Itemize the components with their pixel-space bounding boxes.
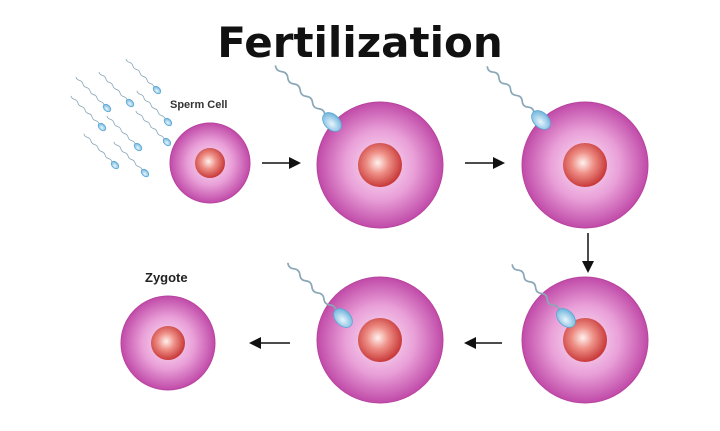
egg-cell-stage-2 — [316, 101, 444, 229]
sperm-head — [531, 110, 551, 130]
sperm-tail — [287, 262, 337, 312]
nucleus — [358, 143, 402, 187]
sperm-tail — [486, 66, 535, 114]
sperm-tail — [70, 95, 100, 125]
swimming-sperm — [75, 76, 112, 113]
egg-cell-stage-3 — [521, 101, 649, 229]
swimming-sperm — [98, 71, 135, 108]
sperm-head — [133, 142, 143, 152]
swimming-sperm — [83, 133, 120, 170]
sperm-head — [110, 160, 120, 170]
nucleus — [563, 143, 607, 187]
swimming-sperm — [125, 58, 162, 95]
sperm-head — [163, 117, 173, 127]
sperm-head — [556, 308, 576, 328]
sperm-head — [102, 103, 112, 113]
sperm-head — [97, 122, 107, 132]
swimming-sperm — [136, 90, 173, 127]
sperm-penetrating-stage-4 — [511, 264, 576, 328]
diagram-title: Fertilization — [217, 18, 502, 67]
sperm-penetrating-stage-5 — [287, 262, 353, 328]
nucleus — [151, 326, 185, 360]
swimming-sperm — [135, 110, 172, 147]
sperm-tail — [511, 264, 560, 312]
sperm-tail — [98, 71, 128, 101]
sperm-head — [140, 168, 150, 178]
egg-cell-stage-4 — [521, 276, 649, 404]
sperm-head — [162, 137, 172, 147]
sperm-tail — [136, 90, 166, 120]
sperm-tail — [274, 65, 326, 116]
sperm-tail — [83, 133, 113, 163]
nucleus — [563, 318, 607, 362]
zygote-cell — [120, 295, 216, 391]
swimming-sperm — [106, 115, 143, 152]
nucleus — [358, 318, 402, 362]
sperm-head — [322, 112, 342, 132]
zygote-label: Zygote — [145, 270, 188, 285]
sperm-tail — [106, 115, 136, 145]
sperm-head — [125, 98, 135, 108]
sperm-tail — [113, 141, 143, 171]
sperm-head — [152, 85, 162, 95]
nucleus — [195, 148, 225, 178]
egg-cell-stage-5 — [316, 276, 444, 404]
sperm-penetrating-stage-2 — [274, 65, 342, 132]
egg-cell-initial — [169, 122, 251, 204]
sperm-tail — [75, 76, 105, 106]
swimming-sperm — [113, 141, 150, 178]
sperm-penetrating-stage-3 — [486, 66, 551, 130]
sperm-head — [333, 308, 353, 328]
sperm-tail — [135, 110, 165, 140]
swimming-sperm — [70, 95, 107, 132]
sperm-tail — [125, 58, 155, 88]
sperm-cell-label: Sperm Cell — [170, 99, 227, 111]
